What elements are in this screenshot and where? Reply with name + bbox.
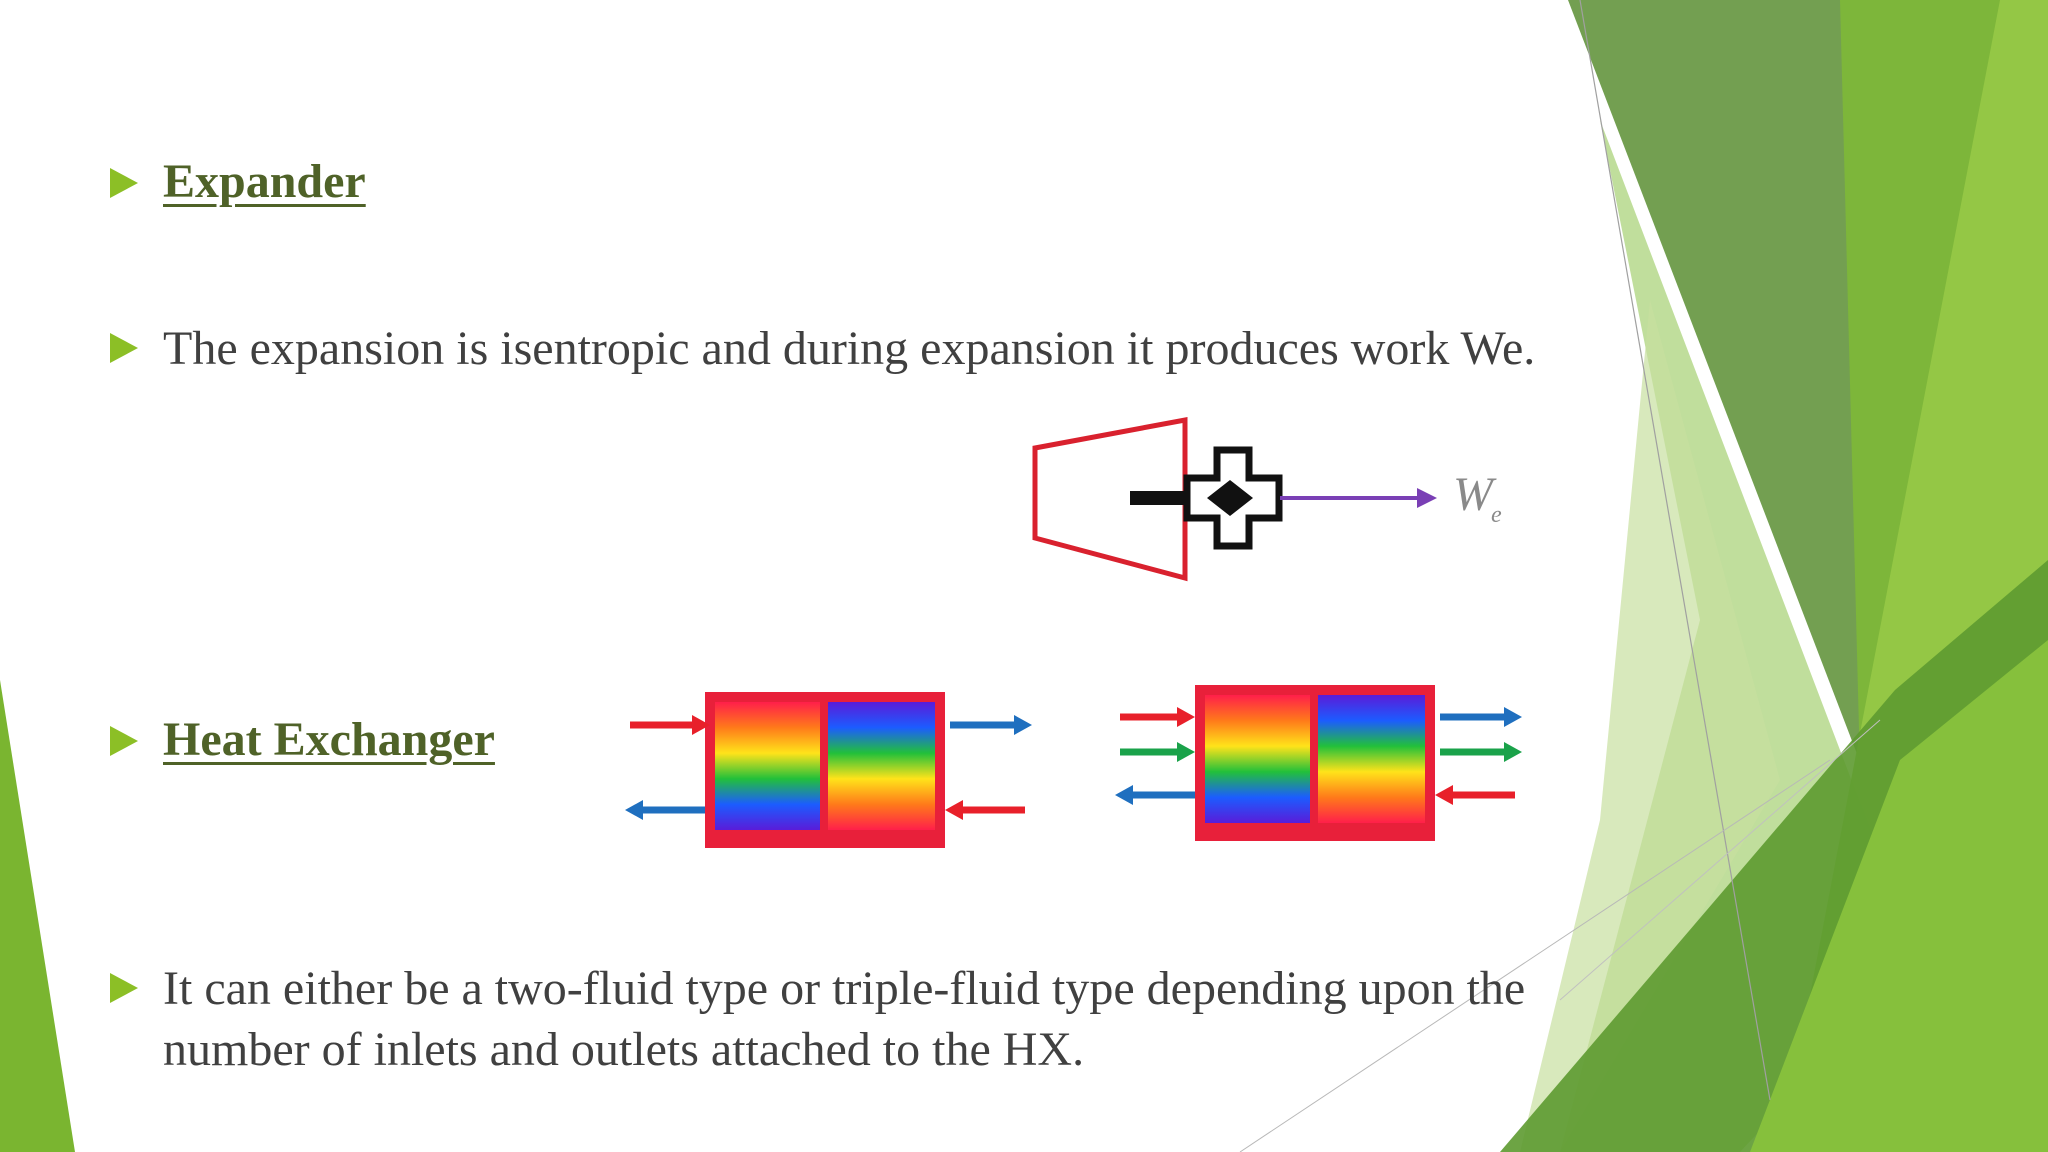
coupling-diamond <box>1207 480 1253 516</box>
inlet-arrow-head <box>692 715 710 735</box>
hx-right-chamber <box>828 702 935 830</box>
heat-exchanger-heading: Heat Exchanger <box>163 713 495 766</box>
bullet-marker <box>110 726 138 756</box>
outlet-arrow-head <box>1504 707 1522 727</box>
outlet-arrow-head <box>1014 715 1032 735</box>
bullet-marker <box>110 168 138 198</box>
bullet-marker <box>110 333 138 363</box>
outlet-arrow-green-head <box>1504 742 1522 762</box>
hx-right-chamber <box>1318 695 1425 823</box>
work-label: W <box>1453 468 1497 521</box>
expander-diagram: W e <box>1032 416 1502 582</box>
thin-line-3 <box>1559 719 1881 1001</box>
heat-exchanger-diagrams <box>625 685 1522 848</box>
left-green-sliver <box>0 680 75 1152</box>
thin-line-1 <box>1579 0 1771 1101</box>
inlet-arrow-green-head <box>1177 742 1195 762</box>
bottom-right-green-panel <box>1750 640 2048 1152</box>
return-arrow-head <box>625 800 643 820</box>
right-pale-green-panel <box>1520 300 1780 1152</box>
right-dark-green-panel <box>1568 0 1890 840</box>
hx-type-description: It can either be a two-fluid type or tri… <box>163 962 1526 1076</box>
expander-heading: Expander <box>163 155 366 208</box>
expansion-description: The expansion is isentropic and during e… <box>163 322 1536 375</box>
hx-left-chamber <box>1205 695 1310 823</box>
expander-trapezoid <box>1032 416 1188 582</box>
hot-return-arrow-head <box>1435 785 1453 805</box>
hx-left-chamber <box>715 702 820 830</box>
two-fluid-heat-exchanger <box>625 692 1032 848</box>
triple-fluid-heat-exchanger <box>1115 685 1522 841</box>
inlet-arrow-head <box>1177 707 1195 727</box>
thin-line-2 <box>1239 759 1831 1152</box>
hot-return-arrow-head <box>945 800 963 820</box>
work-subscript: e <box>1491 502 1502 528</box>
return-arrow-head <box>1115 785 1133 805</box>
work-arrow-head <box>1417 488 1437 508</box>
bullet-marker <box>110 973 138 1003</box>
